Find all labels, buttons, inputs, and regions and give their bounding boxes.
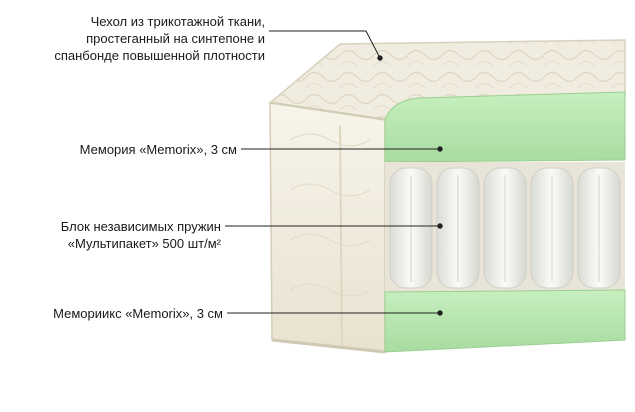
- side-cover: [269, 102, 386, 354]
- memory-foam-bottom: [384, 289, 626, 353]
- springs-label: Блок независимых пружин «Мультипакет» 50…: [61, 218, 221, 252]
- memorix-bottom-label: Мемориикс «Memorix», 3 см: [53, 306, 223, 321]
- spring-block: [385, 162, 625, 292]
- cover-label-line-1: Чехол из трикотажной ткани,: [90, 14, 265, 29]
- springs-label-line-2: «Мультипакет» 500 шт/м²: [67, 236, 221, 251]
- springs-label-line-1: Блок независимых пружин: [60, 219, 221, 234]
- cover-label-line-3: спанбонде повышенной плотности: [54, 48, 265, 63]
- memory-foam-top: [384, 91, 626, 163]
- cover-label: Чехол из трикотажной ткани, простеганный…: [54, 13, 265, 64]
- memorix-top-label: Мемория «Memorix», 3 см: [79, 142, 237, 157]
- cover-label-line-2: простеганный на синтепоне и: [86, 31, 265, 46]
